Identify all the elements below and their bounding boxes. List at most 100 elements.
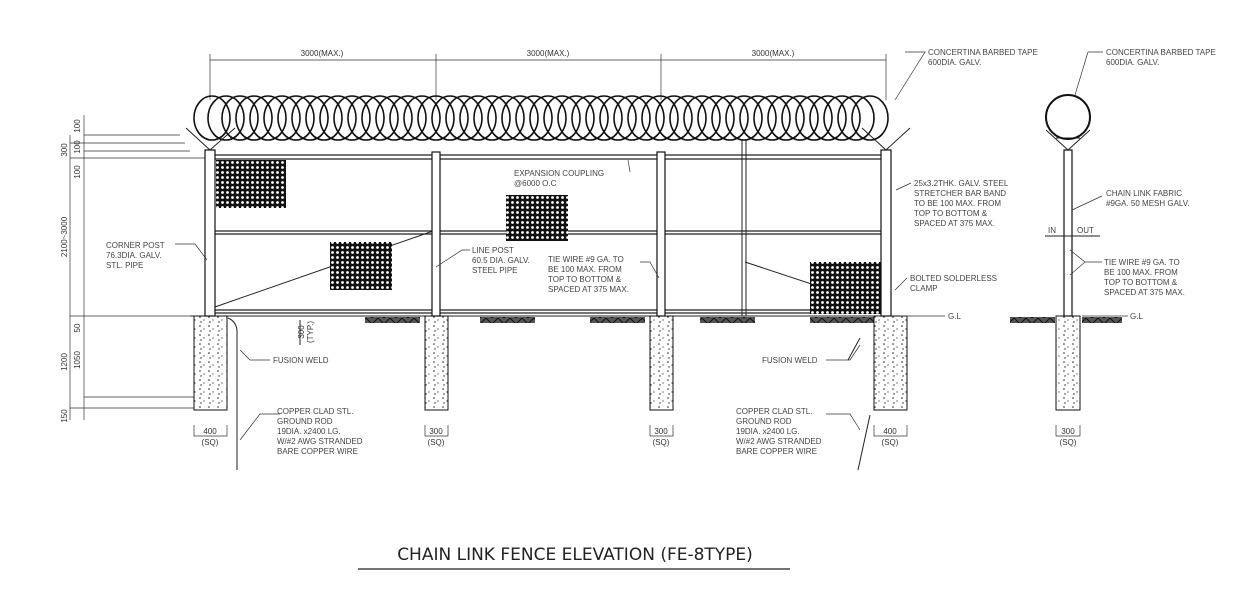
dim-300: 300 <box>60 143 69 157</box>
footing-unit: (SQ) <box>1060 438 1077 447</box>
tie-wire-section-label: TIE WIRE #9 GA. TO <box>1104 258 1180 267</box>
gl-label: G.L <box>948 312 961 321</box>
tie-wire-label: SPACED AT 375 MAX. <box>548 285 629 294</box>
footing-unit: (SQ) <box>882 438 899 447</box>
ground-rod-right-label: 19DIA. x2400 LG. <box>736 427 800 436</box>
ground-rod-left-label: BARE COPPER WIRE <box>277 447 358 456</box>
span-dim-2: 3000(MAX.) <box>527 49 570 58</box>
coil-loop <box>333 95 371 141</box>
coil-loop <box>669 95 707 141</box>
leaders <box>175 51 1128 441</box>
coil-loop <box>697 95 735 141</box>
concertina-label: CONCERTINA BARBED TAPE <box>928 48 1038 57</box>
stretcher-label: SPACED AT 375 MAX. <box>914 219 995 228</box>
coil-loop <box>557 95 595 141</box>
dim-height: 2100~3000 <box>60 216 69 257</box>
corner-post-label: CORNER POST <box>106 241 165 250</box>
footing-size: 400 <box>203 427 217 436</box>
coil-loop <box>263 95 301 141</box>
coil-loop <box>613 95 651 141</box>
line-footing <box>649 315 674 411</box>
ground-rod-left-label: COPPER CLAD STL. <box>277 407 353 416</box>
coil-loop <box>655 95 693 141</box>
coil-loop <box>585 95 623 141</box>
dim-100-top: 100 <box>73 119 82 133</box>
footing-size: 300 <box>1061 427 1075 436</box>
coil-loop <box>641 95 679 141</box>
bolted-clamp-label: BOLTED SOLDERLESS <box>910 274 997 283</box>
coil-loop <box>767 95 805 141</box>
coil-loop <box>529 95 567 141</box>
coil-loop <box>403 95 441 141</box>
ground-rod-left-label: W/#2 AWG STRANDED <box>277 437 363 446</box>
expansion-label: @6000 O.C <box>514 179 557 188</box>
ground-rods <box>227 317 871 471</box>
coil-loop <box>193 95 231 141</box>
coil-loop <box>207 95 245 141</box>
line-post <box>656 151 666 317</box>
coil-loop <box>795 95 833 141</box>
coil-loop <box>515 95 553 141</box>
footing-size: 400 <box>883 427 897 436</box>
line-post-label: STEEL PIPE <box>472 266 518 275</box>
section-footing <box>1055 315 1081 411</box>
dim-100-mid: 100 <box>73 140 82 154</box>
coil-loop <box>459 95 497 141</box>
concertina-section-label: 600DIA. GALV. <box>1106 58 1159 67</box>
fusion-weld-left: FUSION WELD <box>273 356 329 365</box>
coil-loop <box>249 95 287 141</box>
chain-fabric-label: CHAIN LINK FABRIC <box>1106 189 1182 198</box>
footing-unit: (SQ) <box>428 438 445 447</box>
corner-post <box>204 149 216 317</box>
stretcher-label: TO BE 100 MAX. FROM <box>914 199 1001 208</box>
coil-loop <box>319 95 357 141</box>
coil-loop <box>305 95 343 141</box>
tie-wire-section-label: SPACED AT 375 MAX. <box>1104 288 1185 297</box>
typ-dim: 300 <box>297 325 306 339</box>
fusion-weld-right: FUSION WELD <box>762 356 818 365</box>
footing-unit: (SQ) <box>202 438 219 447</box>
span-dim-3: 3000(MAX.) <box>752 49 795 58</box>
dim-1050: 1050 <box>73 351 82 369</box>
concertina-coil <box>193 95 889 141</box>
coil-loop <box>501 95 539 141</box>
dim-1200: 1200 <box>60 353 69 371</box>
corner-post <box>880 149 892 317</box>
corner-post-label: STL. PIPE <box>106 261 143 270</box>
corner-footing <box>873 315 908 411</box>
chain-fabric-label: #9GA. 50 MESH GALV. <box>1106 199 1190 208</box>
line-post <box>431 151 441 317</box>
coil-loop <box>711 95 749 141</box>
span-dimensions: 3000(MAX.) 3000(MAX.) 3000(MAX.) <box>209 49 887 100</box>
coil-loop <box>739 95 777 141</box>
left-dimensions: 100 300 100 100 2100~3000 50 1050 1200 1… <box>60 115 205 423</box>
tie-wire-label: TIE WIRE #9 GA. TO <box>548 255 624 264</box>
label-in: IN <box>1048 226 1056 235</box>
coil-loop <box>627 95 665 141</box>
dim-50: 50 <box>73 323 82 332</box>
gl-section-label: G.L <box>1130 312 1143 321</box>
coil-loop <box>291 95 329 141</box>
concertina-section-coil <box>1045 94 1091 140</box>
coil-loop <box>823 95 861 141</box>
ground-rod-right-label: COPPER CLAD STL. <box>736 407 812 416</box>
coil-loop <box>473 95 511 141</box>
coil-loop <box>683 95 721 141</box>
dim-100-low: 100 <box>73 165 82 179</box>
coil-loop <box>837 95 875 141</box>
corner-footing <box>193 315 228 411</box>
coil-loop <box>487 95 525 141</box>
footing-dimensions: 400 (SQ) 300 (SQ) 300 (SQ) 400 (SQ) 300 … <box>193 425 1081 447</box>
bolted-clamp-label: CLAMP <box>910 284 938 293</box>
ground-rod-left-label: 19DIA. x2400 LG. <box>277 427 341 436</box>
dim-150: 150 <box>60 409 69 423</box>
tie-wire-section-label: TOP TO BOTTOM & <box>1104 278 1178 287</box>
posts <box>204 149 1073 317</box>
coil-loop <box>235 95 273 141</box>
coil-loop <box>277 95 315 141</box>
coil-loop <box>781 95 819 141</box>
coil-loop <box>753 95 791 141</box>
line-post-label: 60.5 DIA. GALV. <box>472 256 530 265</box>
expansion-label: EXPANSION COUPLING <box>514 169 604 178</box>
